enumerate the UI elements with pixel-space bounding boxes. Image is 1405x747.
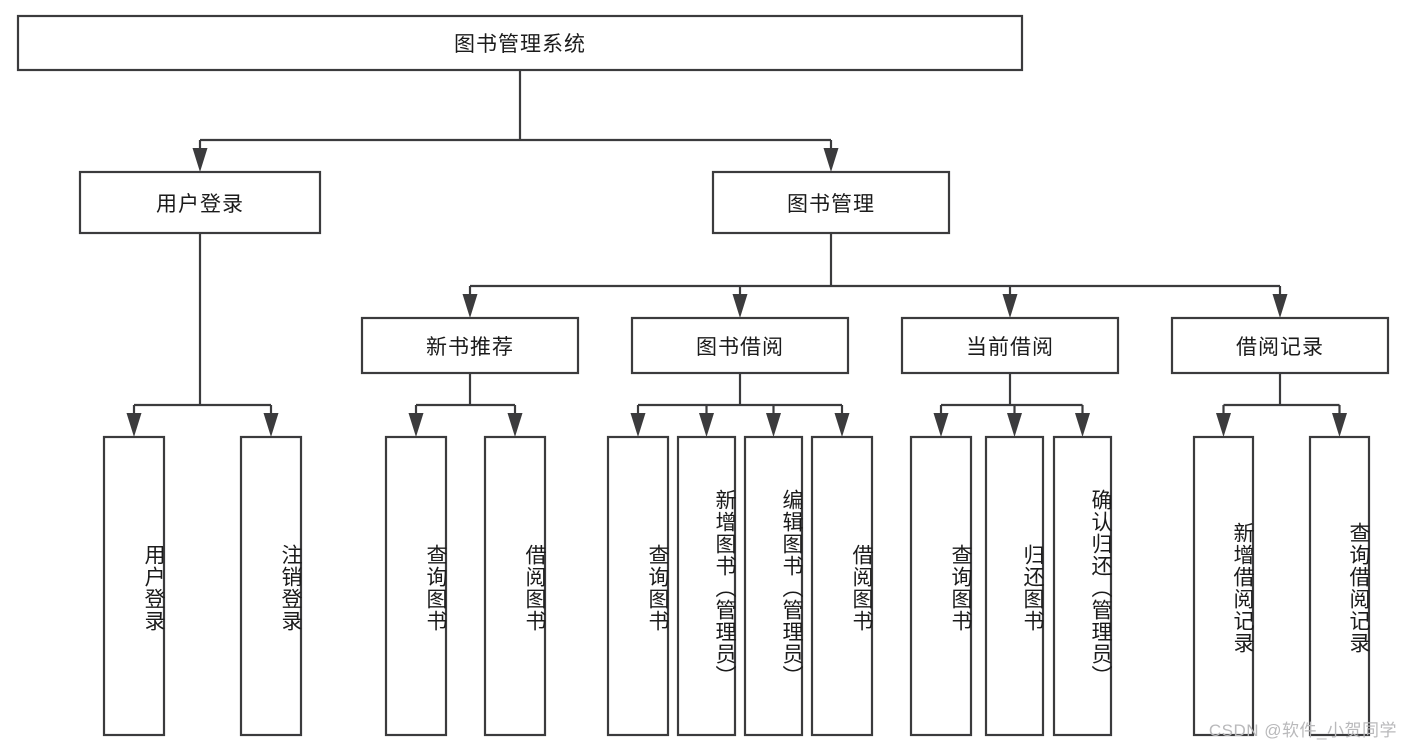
node-box-leaf-logout[interactable] (239, 435, 303, 737)
node-box-leaf-edit-book[interactable] (743, 435, 804, 737)
node-box-current-borrow[interactable] (900, 316, 1120, 375)
node-box-new-book-recommend[interactable] (360, 316, 580, 375)
node-box-book-borrow[interactable] (630, 316, 850, 375)
node-box-leaf-confirm-return[interactable] (1052, 435, 1113, 737)
node-boxes-layer (16, 14, 1390, 737)
node-box-leaf-borrow-book-1[interactable] (483, 435, 547, 737)
node-box-root[interactable] (16, 14, 1024, 72)
node-box-borrow-record[interactable] (1170, 316, 1390, 375)
node-box-leaf-user-login[interactable] (102, 435, 166, 737)
node-box-leaf-query-book-2[interactable] (606, 435, 670, 737)
node-box-book-manage[interactable] (711, 170, 951, 235)
node-box-leaf-query-book-3[interactable] (909, 435, 973, 737)
node-box-leaf-add-book[interactable] (676, 435, 737, 737)
node-box-leaf-return-book[interactable] (984, 435, 1045, 737)
node-box-leaf-add-record[interactable] (1192, 435, 1255, 737)
node-box-user-login[interactable] (78, 170, 322, 235)
connectors-layer (126, 70, 1347, 437)
node-box-leaf-borrow-book-2[interactable] (810, 435, 874, 737)
node-box-leaf-query-book-1[interactable] (384, 435, 448, 737)
node-box-leaf-query-record[interactable] (1308, 435, 1371, 737)
